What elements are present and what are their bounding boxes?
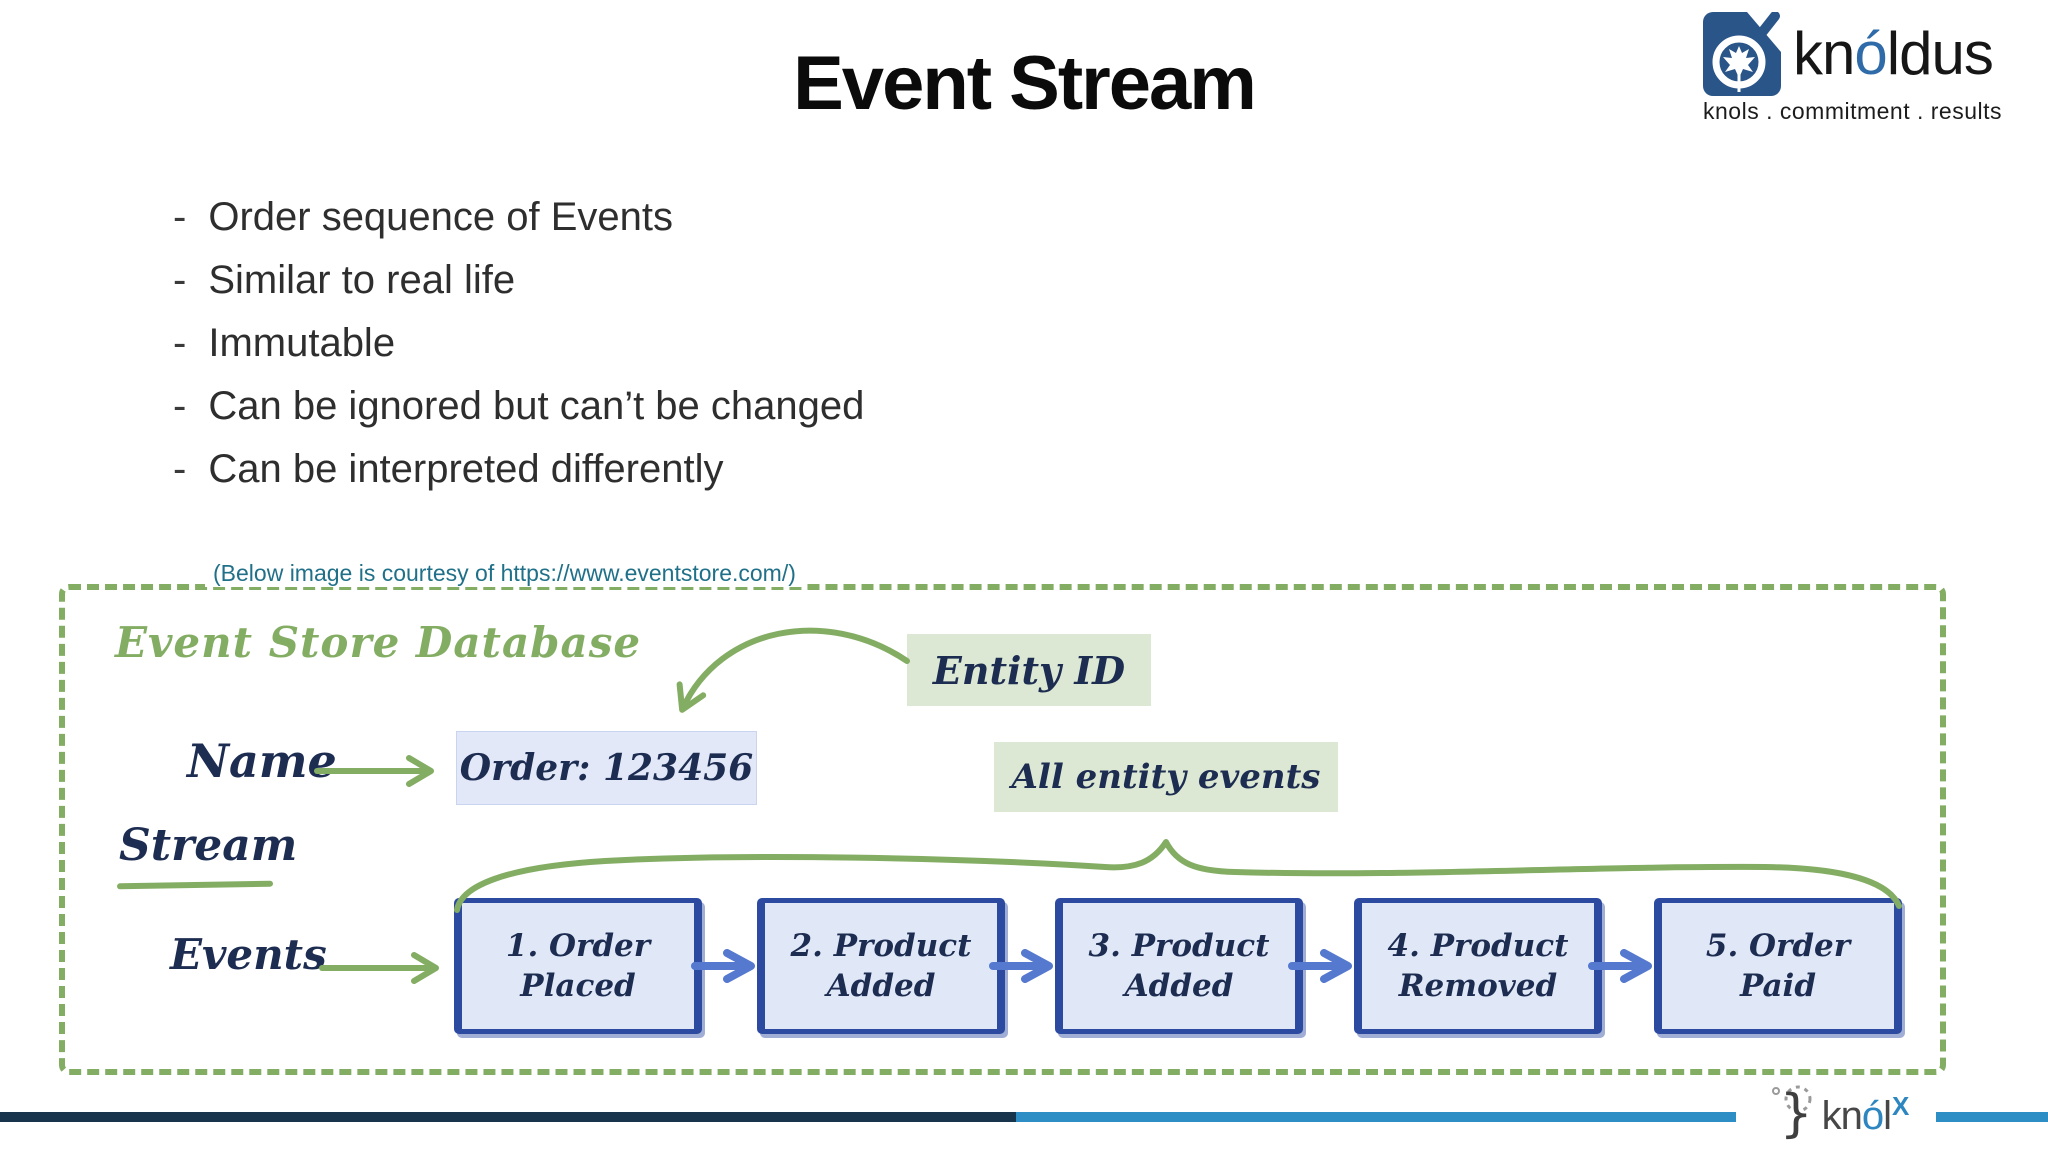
bullet-dash: - (173, 258, 187, 302)
bullet-item: -Can be ignored but can’t be changed (173, 375, 864, 438)
bullet-dash: - (173, 447, 187, 491)
bullet-list: -Order sequence of Events -Similar to re… (173, 186, 864, 501)
stream-label: Stream (119, 820, 298, 871)
knoldus-logo: knóldus knols . commitment . results (1703, 11, 2033, 125)
bullet-item: -Can be interpreted differently (173, 438, 864, 501)
knolx-prefix: kn (1821, 1094, 1863, 1138)
bullet-text: Can be interpreted differently (208, 447, 724, 491)
events-label: Events (170, 930, 327, 979)
bullet-dash: - (173, 384, 187, 428)
bullet-item: -Order sequence of Events (173, 186, 864, 249)
wordmark-suffix: ldus (1886, 20, 1994, 87)
knoldus-tagline: knols . commitment . results (1703, 98, 2003, 124)
event-box-line2: Placed (520, 968, 636, 1004)
knolx-brace: } (1779, 1084, 1813, 1144)
wordmark-prefix: kn (1793, 20, 1855, 87)
bullet-text: Order sequence of Events (208, 195, 674, 239)
event-box-line1: 1. Order (505, 928, 651, 964)
wordmark-accent: ó (1854, 20, 1887, 87)
event-box-line2: Removed (1398, 968, 1558, 1004)
event-box-2: 2. Product Added (757, 898, 1005, 1034)
knolx-wordmark: knólX (1821, 1091, 1910, 1139)
knoldus-logo-row: knóldus (1703, 11, 2033, 96)
event-box-5: 5. Order Paid (1654, 898, 1902, 1034)
bullet-dash: - (173, 321, 187, 365)
event-box-1: 1. Order Placed (454, 898, 702, 1034)
courtesy-note: (Below image is courtesy of https://www.… (205, 560, 804, 587)
page-title: Event Stream (793, 41, 1257, 126)
event-box-line2: Added (1124, 968, 1234, 1004)
event-box-4: 4. Product Removed (1354, 898, 1602, 1034)
entity-id-to-order-arrow (676, 627, 910, 713)
footer-bar-dark (0, 1112, 1016, 1122)
knolx-logo: } knólX (1736, 1078, 1936, 1152)
knolx-sup-x: X (1892, 1091, 1909, 1121)
entity-id-box: Entity ID (907, 634, 1151, 706)
order-value-box: Order: 123456 (456, 731, 757, 805)
stream-underline (116, 880, 274, 890)
event-box-line2: Paid (1739, 968, 1817, 1004)
event-box-line1: 5. Order (1705, 928, 1851, 964)
bullet-text: Immutable (208, 321, 396, 365)
bullet-text: Similar to real life (208, 258, 516, 302)
event-box-line1: 2. Product (790, 928, 972, 964)
knolx-accent: ó (1861, 1094, 1884, 1138)
event-box-3: 3. Product Added (1055, 898, 1303, 1034)
event-box-line1: 4. Product (1387, 928, 1569, 964)
bullet-text: Can be ignored but can’t be changed (208, 384, 865, 428)
footer-bar-light (1016, 1112, 2048, 1122)
knoldus-maple-leaf-icon (1703, 11, 1781, 96)
bullet-item: -Similar to real life (173, 249, 864, 312)
knolx-face-icon: } (1764, 1082, 1822, 1148)
all-entity-events-box: All entity events (994, 742, 1338, 812)
knoldus-wordmark: knóldus (1793, 12, 1994, 96)
event-box-line2: Added (826, 968, 936, 1004)
bullet-dash: - (173, 195, 187, 239)
bullet-item: -Immutable (173, 312, 864, 375)
event-store-diagram: Event Store Database Entity ID Name Orde… (59, 584, 1946, 1075)
name-label: Name (187, 734, 337, 788)
event-box-line1: 3. Product (1088, 928, 1270, 964)
knolx-suffix: l (1883, 1094, 1892, 1138)
diagram-title: Event Store Database (115, 618, 642, 667)
